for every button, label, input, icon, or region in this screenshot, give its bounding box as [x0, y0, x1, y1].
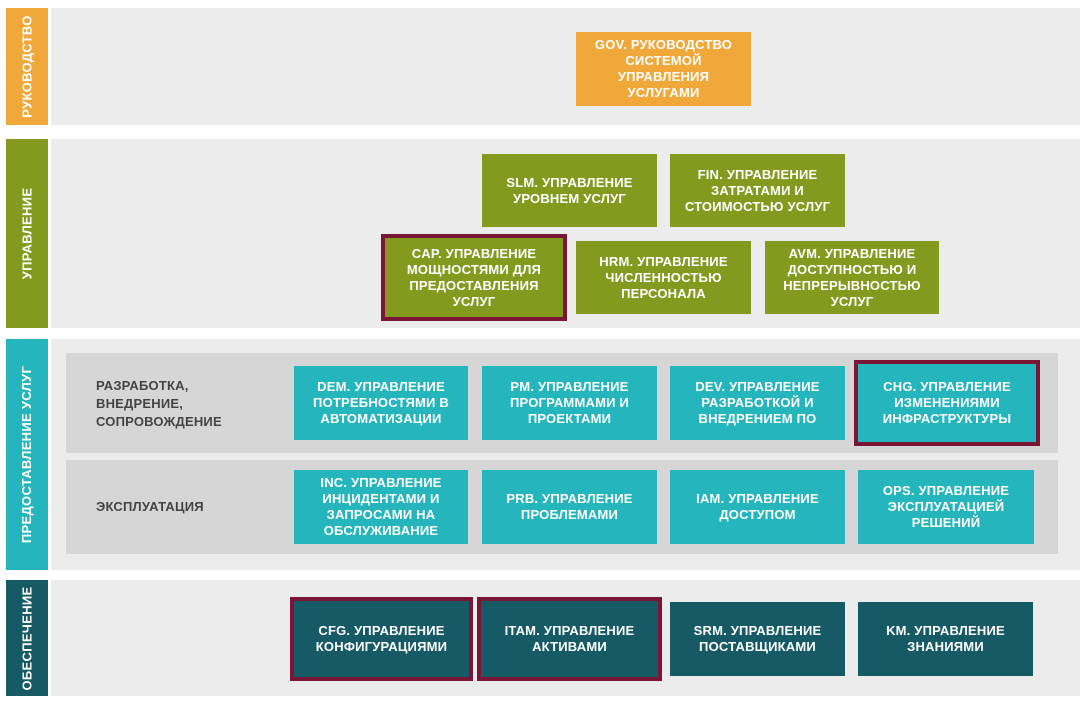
box-km[interactable]: KM. УПРАВЛЕНИЕ ЗНАНИЯМИ: [858, 602, 1033, 676]
box-iam[interactable]: IAM. УПРАВЛЕНИЕ ДОСТУПОМ: [670, 470, 845, 544]
box-pm[interactable]: PM. УПРАВЛЕНИЕ ПРОГРАММАМИ И ПРОЕКТАМИ: [482, 366, 657, 440]
band-label-governance: РУКОВОДСТВО: [6, 8, 48, 125]
band-governance: [51, 8, 1080, 125]
box-chg-label: CHG. УПРАВЛЕНИЕ ИЗМЕНЕНИЯМИ ИНФРАСТРУКТУ…: [882, 379, 1012, 426]
box-avm[interactable]: AVM. УПРАВЛЕНИЕ ДОСТУПНОСТЬЮ И НЕПРЕРЫВН…: [765, 241, 939, 314]
box-dev[interactable]: DEV. УПРАВЛЕНИЕ РАЗРАБОТКОЙ И ВНЕДРЕНИЕМ…: [670, 366, 845, 440]
box-hrm-label: HRM. УПРАВЛЕНИЕ ЧИСЛЕННОСТЬЮ ПЕРСОНАЛА: [599, 253, 728, 301]
band-label-support: ОБЕСПЕЧЕНИЕ: [6, 580, 48, 696]
box-itam[interactable]: ITAM. УПРАВЛЕНИЕ АКТИВАМИ: [477, 597, 662, 681]
box-dev-label: DEV. УПРАВЛЕНИЕ РАЗРАБОТКОЙ И ВНЕДРЕНИЕМ…: [695, 379, 820, 426]
box-gov[interactable]: GOV. РУКОВОДСТВО СИСТЕМОЙ УПРАВЛЕНИЯ УСЛ…: [576, 32, 751, 106]
box-cap[interactable]: CAP. УПРАВЛЕНИЕ МОЩНОСТЯМИ ДЛЯ ПРЕДОСТАВ…: [381, 234, 567, 321]
box-pm-label: PM. УПРАВЛЕНИЕ ПРОГРАММАМИ И ПРОЕКТАМИ: [509, 379, 630, 426]
box-srm-label: SRM. УПРАВЛЕНИЕ ПОСТАВЩИКАМИ: [693, 623, 822, 654]
box-hrm[interactable]: HRM. УПРАВЛЕНИЕ ЧИСЛЕННОСТЬЮ ПЕРСОНАЛА: [576, 241, 751, 314]
box-dem[interactable]: DEM. УПРАВЛЕНИЕ ПОТРЕБНОСТЯМИ В АВТОМАТИ…: [294, 366, 468, 440]
box-dem-label: DEM. УПРАВЛЕНИЕ ПОТРЕБНОСТЯМИ В АВТОМАТИ…: [313, 379, 449, 426]
band-label-management-text: УПРАВЛЕНИЕ: [19, 187, 35, 280]
band-label-delivery-text: ПРЕДОСТАВЛЕНИЕ УСЛУГ: [19, 365, 35, 544]
band-label-delivery: ПРЕДОСТАВЛЕНИЕ УСЛУГ: [6, 339, 48, 570]
box-avm-label: AVM. УПРАВЛЕНИЕ ДОСТУПНОСТЬЮ И НЕПРЕРЫВН…: [783, 245, 921, 309]
box-ops[interactable]: OPS. УПРАВЛЕНИЕ ЭКСПЛУАТАЦИЕЙ РЕШЕНИЙ: [858, 470, 1034, 544]
box-srm[interactable]: SRM. УПРАВЛЕНИЕ ПОСТАВЩИКАМИ: [670, 602, 845, 676]
box-iam-label: IAM. УПРАВЛЕНИЕ ДОСТУПОМ: [696, 491, 819, 522]
subband-development-label: РАЗРАБОТКА, ВНЕДРЕНИЕ, СОПРОВОЖДЕНИЕ: [96, 378, 222, 429]
box-slm-label: SLM. УПРАВЛЕНИЕ УРОВНЕМ УСЛУГ: [506, 174, 633, 206]
band-label-management: УПРАВЛЕНИЕ: [6, 139, 48, 328]
box-slm[interactable]: SLM. УПРАВЛЕНИЕ УРОВНЕМ УСЛУГ: [482, 154, 657, 227]
box-ops-label: OPS. УПРАВЛЕНИЕ ЭКСПЛУАТАЦИЕЙ РЕШЕНИЙ: [882, 483, 1010, 530]
box-prb-label: PRB. УПРАВЛЕНИЕ ПРОБЛЕМАМИ: [506, 491, 633, 522]
box-fin-label: FIN. УПРАВЛЕНИЕ ЗАТРАТАМИ И СТОИМОСТЬЮ У…: [684, 166, 831, 214]
box-itam-label: ITAM. УПРАВЛЕНИЕ АКТИВАМИ: [504, 623, 635, 654]
box-inc-label: INC. УПРАВЛЕНИЕ ИНЦИДЕНТАМИ И ЗАПРОСАМИ …: [320, 475, 442, 538]
box-cfg-label: CFG. УПРАВЛЕНИЕ КОНФИГУРАЦИЯМИ: [315, 623, 448, 654]
subband-operations-label: ЭКСПЛУАТАЦИЯ: [96, 499, 204, 514]
box-cfg[interactable]: CFG. УПРАВЛЕНИЕ КОНФИГУРАЦИЯМИ: [290, 597, 473, 681]
box-fin[interactable]: FIN. УПРАВЛЕНИЕ ЗАТРАТАМИ И СТОИМОСТЬЮ У…: [670, 154, 845, 227]
band-label-support-text: ОБЕСПЕЧЕНИЕ: [19, 585, 35, 691]
band-label-governance-text: РУКОВОДСТВО: [19, 15, 35, 118]
box-cap-label: CAP. УПРАВЛЕНИЕ МОЩНОСТЯМИ ДЛЯ ПРЕДОСТАВ…: [406, 245, 542, 309]
box-prb[interactable]: PRB. УПРАВЛЕНИЕ ПРОБЛЕМАМИ: [482, 470, 657, 544]
box-chg[interactable]: CHG. УПРАВЛЕНИЕ ИЗМЕНЕНИЯМИ ИНФРАСТРУКТУ…: [854, 360, 1040, 446]
box-inc[interactable]: INC. УПРАВЛЕНИЕ ИНЦИДЕНТАМИ И ЗАПРОСАМИ …: [294, 470, 468, 544]
box-gov-label: GOV. РУКОВОДСТВО СИСТЕМОЙ УПРАВЛЕНИЯ УСЛ…: [594, 37, 733, 100]
box-km-label: KM. УПРАВЛЕНИЕ ЗНАНИЯМИ: [886, 623, 1005, 654]
